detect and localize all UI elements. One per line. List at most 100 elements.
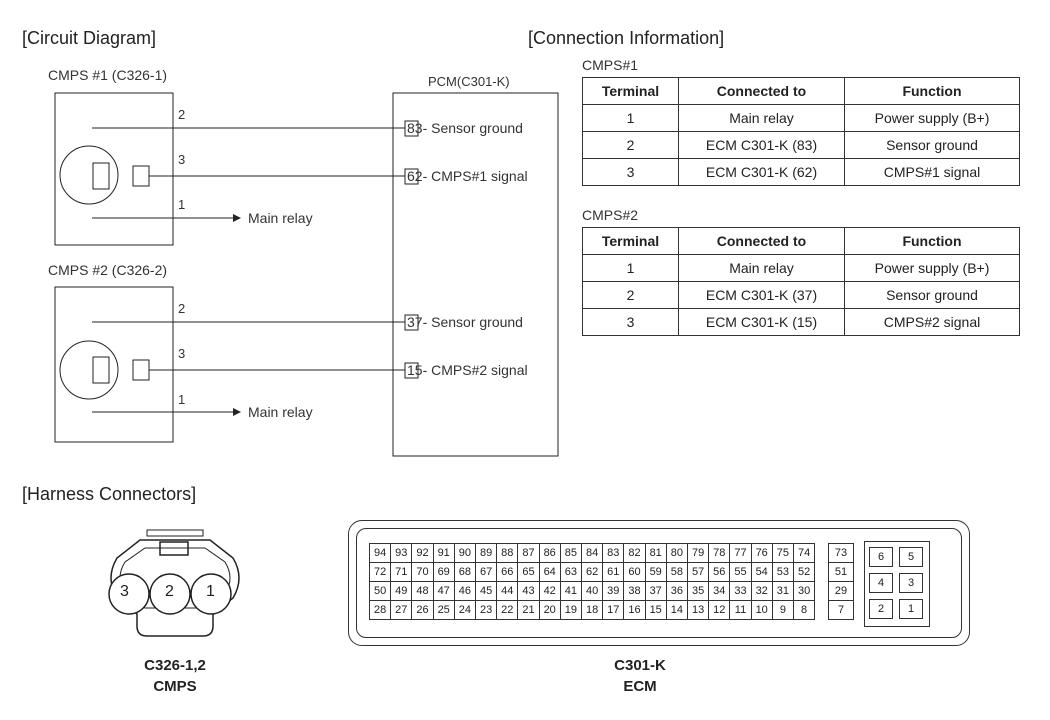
ecm-pin: 79 <box>687 543 710 563</box>
ecm-pin: 14 <box>665 600 688 620</box>
ecm-pin: 78 <box>708 543 731 563</box>
cmps-pin-3: 3 <box>120 583 129 600</box>
ecm-pin: 29 <box>828 581 854 601</box>
table-cell: 3 <box>582 158 679 186</box>
ecm-pin: 16 <box>623 600 646 620</box>
ecm-pin: 13 <box>687 600 710 620</box>
column-header: Function <box>844 77 1020 105</box>
ecm-pin: 81 <box>644 543 667 563</box>
cmps-pin-1: 1 <box>206 583 215 600</box>
cmps1-table-title: CMPS#1 <box>582 57 639 73</box>
ecm-pin: 11 <box>729 600 752 620</box>
table-row: 2 ECM C301-K (37) Sensor ground <box>582 281 1020 309</box>
ecm-pin: 74 <box>793 543 816 563</box>
ecm-pin: 7 <box>828 600 854 620</box>
pcm-terminal-83: 83- Sensor ground <box>407 120 523 136</box>
cmps2-pin-2: 2 <box>178 301 186 316</box>
table-cell: 1 <box>582 104 679 132</box>
table-cell: Sensor ground <box>844 131 1020 159</box>
ecm-pin: 49 <box>390 581 413 601</box>
ecm-pin: 22 <box>496 600 519 620</box>
ecm-pin: 53 <box>771 562 794 582</box>
pcm-box <box>392 92 559 457</box>
ecm-pin: 56 <box>708 562 731 582</box>
cmps-connector-drawing <box>108 529 240 637</box>
table-row: 3 ECM C301-K (15) CMPS#2 signal <box>582 308 1020 336</box>
ecm-pin: 73 <box>828 543 854 563</box>
ecm-connector-inner <box>356 528 962 638</box>
ecm-connector-outer <box>348 520 970 646</box>
cmps1-connection-table: Terminal Connected to Function 1 Main re… <box>582 77 1020 186</box>
ecm-pin: 9 <box>771 600 794 620</box>
ecm-pin: 30 <box>793 581 816 601</box>
ecm-pin: 93 <box>390 543 413 563</box>
ecm-pin: 4 <box>869 573 893 593</box>
ecm-pin: 69 <box>432 562 455 582</box>
ecm-pin: 70 <box>411 562 434 582</box>
harness-connectors-header: [Harness Connectors] <box>22 484 197 504</box>
ecm-pin: 94 <box>369 543 392 563</box>
ecm-pin: 28 <box>369 600 392 620</box>
ecm-pin: 80 <box>665 543 688 563</box>
ecm-pin: 39 <box>602 581 625 601</box>
ecm-pin: 19 <box>559 600 582 620</box>
ecm-pin: 92 <box>411 543 434 563</box>
table-cell: 2 <box>582 131 679 159</box>
column-header: Connected to <box>678 227 845 255</box>
column-header: Connected to <box>678 77 845 105</box>
cmps1-sensor-circle <box>59 145 119 205</box>
ecm-pin: 32 <box>750 581 773 601</box>
ecm-pin: 47 <box>432 581 455 601</box>
ecm-pin: 41 <box>559 581 582 601</box>
ecm-pin: 91 <box>432 543 455 563</box>
ecm-pin: 31 <box>771 581 794 601</box>
ecm-pin: 68 <box>453 562 476 582</box>
ecm-pin: 82 <box>623 543 646 563</box>
ecm-caption-line2: ECM <box>623 678 657 695</box>
ecm-pin: 54 <box>750 562 773 582</box>
ecm-pin: 42 <box>538 581 561 601</box>
ecm-caption-line1: C301-K <box>614 657 666 674</box>
ecm-pin: 35 <box>687 581 710 601</box>
ecm-pin: 21 <box>517 600 540 620</box>
table-row: 1 Main relay Power supply (B+) <box>582 104 1020 132</box>
ecm-pin: 12 <box>708 600 731 620</box>
ecm-pin: 6 <box>869 547 893 567</box>
table-cell: Power supply (B+) <box>844 104 1020 132</box>
cmps1-box <box>54 92 174 246</box>
ecm-pin: 34 <box>708 581 731 601</box>
cmps-pin-2: 2 <box>165 583 174 600</box>
cmps2-box <box>54 286 174 443</box>
ecm-pin: 51 <box>828 562 854 582</box>
ecm-pin: 65 <box>517 562 540 582</box>
ecm-pin: 86 <box>538 543 561 563</box>
ecm-pin: 85 <box>559 543 582 563</box>
cmps2-table-title: CMPS#2 <box>582 207 639 223</box>
ecm-pin: 77 <box>729 543 752 563</box>
cmps2-pin-1: 1 <box>178 392 186 407</box>
ecm-pin: 75 <box>771 543 794 563</box>
ecm-pin: 60 <box>623 562 646 582</box>
cmps1-main-relay-label: Main relay <box>248 210 313 226</box>
table-cell: ECM C301-K (37) <box>678 281 845 309</box>
cmps1-pin-3: 3 <box>178 152 186 167</box>
cmps1-pin-1: 1 <box>178 197 186 212</box>
ecm-pin: 84 <box>581 543 604 563</box>
ecm-pin: 20 <box>538 600 561 620</box>
table-cell: Power supply (B+) <box>844 254 1020 282</box>
ecm-pin: 15 <box>644 600 667 620</box>
ecm-pin: 67 <box>475 562 498 582</box>
table-cell: 1 <box>582 254 679 282</box>
ecm-pin: 90 <box>453 543 476 563</box>
ecm-pin: 43 <box>517 581 540 601</box>
ecm-pin: 24 <box>453 600 476 620</box>
ecm-pin: 17 <box>602 600 625 620</box>
cmps2-pin-3: 3 <box>178 346 186 361</box>
ecm-pin: 57 <box>687 562 710 582</box>
ecm-pin: 44 <box>496 581 519 601</box>
table-row: 1 Main relay Power supply (B+) <box>582 254 1020 282</box>
ecm-pin: 26 <box>411 600 434 620</box>
ecm-pin: 2 <box>869 599 893 619</box>
column-header: Terminal <box>582 227 679 255</box>
cmps-caption-line1: C326-1,2 <box>144 657 206 674</box>
